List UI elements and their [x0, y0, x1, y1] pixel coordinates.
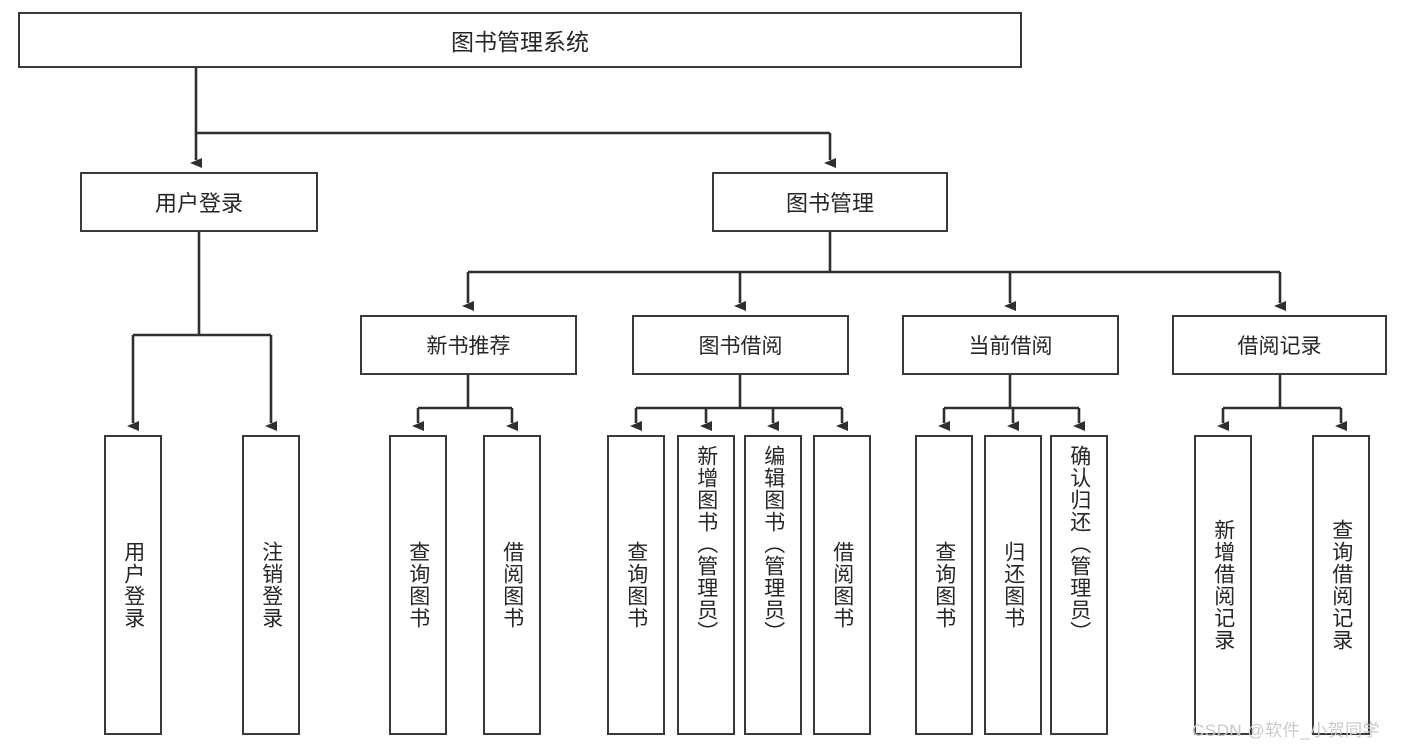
node-current-borrow[interactable]: 当前借阅 [902, 315, 1119, 375]
leaf-label: 归还图书 [1001, 541, 1025, 629]
leaf-query-book-recommend[interactable]: 查询图书 [389, 435, 447, 735]
node-book-management[interactable]: 图书管理 [712, 172, 948, 232]
leaf-return-book[interactable]: 归还图书 [984, 435, 1042, 735]
leaf-label: 查询图书 [406, 541, 430, 629]
leaf-query-book-current[interactable]: 查询图书 [915, 435, 973, 735]
node-book-borrow[interactable]: 图书借阅 [632, 315, 849, 375]
leaf-borrow-book-recommend[interactable]: 借阅图书 [483, 435, 541, 735]
node-label: 用户登录 [154, 191, 243, 216]
node-new-book-recommend[interactable]: 新书推荐 [360, 315, 577, 375]
node-borrow-records[interactable]: 借阅记录 [1172, 315, 1387, 375]
leaf-add-borrow-record[interactable]: 新增借阅记录 [1194, 435, 1252, 735]
leaf-label: 新增图书（管理员） [694, 445, 718, 643]
leaf-logout[interactable]: 注销登录 [242, 435, 300, 735]
leaf-query-book-borrow[interactable]: 查询图书 [607, 435, 665, 735]
leaf-label: 查询借阅记录 [1329, 519, 1353, 651]
leaf-label: 查询图书 [932, 541, 956, 629]
leaf-label: 借阅图书 [830, 541, 854, 629]
leaf-edit-book-admin[interactable]: 编辑图书（管理员） [744, 435, 802, 735]
node-label: 图书管理系统 [451, 29, 589, 55]
leaf-label: 查询图书 [624, 541, 648, 629]
node-label: 当前借阅 [968, 335, 1053, 358]
leaf-label: 新增借阅记录 [1211, 519, 1235, 651]
leaf-user-login[interactable]: 用户登录 [104, 435, 162, 735]
leaf-label: 注销登录 [259, 541, 283, 629]
node-label: 新书推荐 [426, 335, 511, 358]
csdn-watermark: CSDN @软件_小贺同学 [1192, 721, 1381, 740]
node-label: 借阅记录 [1237, 335, 1322, 358]
node-user-login[interactable]: 用户登录 [80, 172, 318, 232]
leaf-label: 确认归还（管理员） [1067, 445, 1091, 643]
node-label: 图书借阅 [698, 335, 783, 358]
leaf-add-book-admin[interactable]: 新增图书（管理员） [677, 435, 735, 735]
leaf-label: 借阅图书 [500, 541, 524, 629]
leaf-confirm-return-admin[interactable]: 确认归还（管理员） [1050, 435, 1108, 735]
leaf-query-borrow-record[interactable]: 查询借阅记录 [1312, 435, 1370, 735]
leaf-label: 编辑图书（管理员） [761, 445, 785, 643]
leaf-borrow-book[interactable]: 借阅图书 [813, 435, 871, 735]
node-label: 图书管理 [785, 191, 874, 216]
leaf-label: 用户登录 [121, 541, 145, 629]
node-root-system[interactable]: 图书管理系统 [18, 12, 1022, 68]
